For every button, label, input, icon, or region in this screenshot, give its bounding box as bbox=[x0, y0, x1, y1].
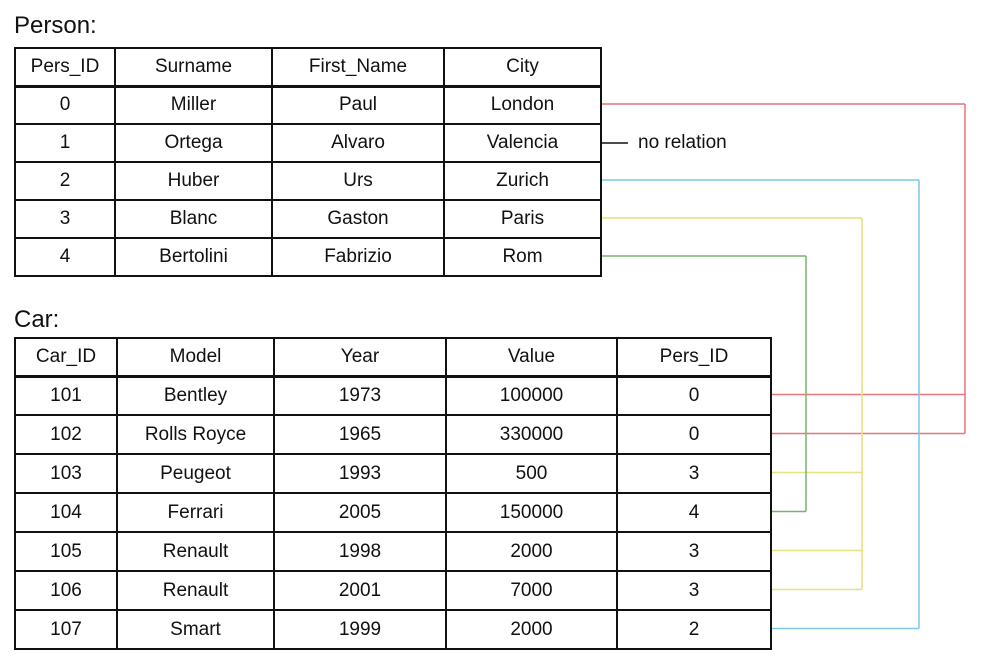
table-cell: 330000 bbox=[445, 414, 618, 455]
table-cell: 1999 bbox=[273, 609, 447, 650]
column-header: Surname bbox=[114, 47, 273, 88]
car-table: Car_ID Model Year Value Pers_ID 101 Bent… bbox=[14, 337, 772, 650]
person-table: Pers_ID Surname First_Name City 0 Miller… bbox=[14, 47, 602, 277]
table-cell: Zurich bbox=[443, 161, 602, 201]
table-cell: 2005 bbox=[273, 492, 447, 533]
table-cell: Renault bbox=[116, 531, 275, 572]
table-row: 106 Renault 2001 7000 3 bbox=[14, 570, 772, 611]
table-cell: Paris bbox=[443, 199, 602, 239]
table-cell: 1 bbox=[14, 123, 116, 163]
table-row: 102 Rolls Royce 1965 330000 0 bbox=[14, 414, 772, 455]
table-cell: 2001 bbox=[273, 570, 447, 611]
table-cell: 1973 bbox=[273, 375, 447, 416]
table-cell: London bbox=[443, 85, 602, 125]
table-cell: Peugeot bbox=[116, 453, 275, 494]
table-cell: 3 bbox=[616, 531, 772, 572]
table-cell: 3 bbox=[616, 453, 772, 494]
table-cell: 1993 bbox=[273, 453, 447, 494]
column-header: City bbox=[443, 47, 602, 88]
table-cell: Alvaro bbox=[271, 123, 445, 163]
table-cell: 150000 bbox=[445, 492, 618, 533]
table-cell: Fabrizio bbox=[271, 237, 445, 277]
no-relation-label: no relation bbox=[638, 132, 727, 153]
table-cell: 0 bbox=[616, 375, 772, 416]
table-cell: 100000 bbox=[445, 375, 618, 416]
table-cell: 2 bbox=[616, 609, 772, 650]
column-header: First_Name bbox=[271, 47, 445, 88]
table-cell: Ortega bbox=[114, 123, 273, 163]
table-cell: Renault bbox=[116, 570, 275, 611]
person-header-row: Pers_ID Surname First_Name City bbox=[14, 47, 602, 88]
table-cell: 102 bbox=[14, 414, 118, 455]
table-cell: 500 bbox=[445, 453, 618, 494]
table-cell: 2000 bbox=[445, 609, 618, 650]
table-cell: 3 bbox=[616, 570, 772, 611]
table-row: 2 Huber Urs Zurich bbox=[14, 161, 602, 201]
table-cell: Miller bbox=[114, 85, 273, 125]
column-header: Pers_ID bbox=[14, 47, 116, 88]
table-cell: 1998 bbox=[273, 531, 447, 572]
table-cell: 103 bbox=[14, 453, 118, 494]
column-header: Car_ID bbox=[14, 337, 118, 378]
column-header: Value bbox=[445, 337, 618, 378]
table-cell: Valencia bbox=[443, 123, 602, 163]
table-cell: 107 bbox=[14, 609, 118, 650]
table-row: 1 Ortega Alvaro Valencia bbox=[14, 123, 602, 163]
column-header: Year bbox=[273, 337, 447, 378]
table-cell: Rom bbox=[443, 237, 602, 277]
table-cell: Rolls Royce bbox=[116, 414, 275, 455]
table-row: 101 Bentley 1973 100000 0 bbox=[14, 375, 772, 416]
car-header-row: Car_ID Model Year Value Pers_ID bbox=[14, 337, 772, 378]
table-row: 3 Blanc Gaston Paris bbox=[14, 199, 602, 239]
table-row: 107 Smart 1999 2000 2 bbox=[14, 609, 772, 650]
table-cell: 0 bbox=[616, 414, 772, 455]
table-cell: Huber bbox=[114, 161, 273, 201]
table-cell: Bentley bbox=[116, 375, 275, 416]
person-table-title: Person: bbox=[14, 12, 97, 39]
table-cell: 4 bbox=[616, 492, 772, 533]
car-table-title: Car: bbox=[14, 306, 60, 333]
table-cell: Gaston bbox=[271, 199, 445, 239]
table-cell: Bertolini bbox=[114, 237, 273, 277]
table-cell: 101 bbox=[14, 375, 118, 416]
table-cell: Smart bbox=[116, 609, 275, 650]
table-cell: Paul bbox=[271, 85, 445, 125]
table-cell: 2 bbox=[14, 161, 116, 201]
table-row: 105 Renault 1998 2000 3 bbox=[14, 531, 772, 572]
table-cell: 106 bbox=[14, 570, 118, 611]
table-cell: 0 bbox=[14, 85, 116, 125]
table-cell: Blanc bbox=[114, 199, 273, 239]
table-row: 103 Peugeot 1993 500 3 bbox=[14, 453, 772, 494]
table-cell: 3 bbox=[14, 199, 116, 239]
table-cell: 4 bbox=[14, 237, 116, 277]
table-cell: 105 bbox=[14, 531, 118, 572]
table-row: 4 Bertolini Fabrizio Rom bbox=[14, 237, 602, 277]
table-row: 0 Miller Paul London bbox=[14, 85, 602, 125]
table-cell: Ferrari bbox=[116, 492, 275, 533]
table-cell: 2000 bbox=[445, 531, 618, 572]
table-cell: Urs bbox=[271, 161, 445, 201]
column-header: Model bbox=[116, 337, 275, 378]
table-cell: 104 bbox=[14, 492, 118, 533]
table-cell: 1965 bbox=[273, 414, 447, 455]
column-header: Pers_ID bbox=[616, 337, 772, 378]
table-cell: 7000 bbox=[445, 570, 618, 611]
table-row: 104 Ferrari 2005 150000 4 bbox=[14, 492, 772, 533]
